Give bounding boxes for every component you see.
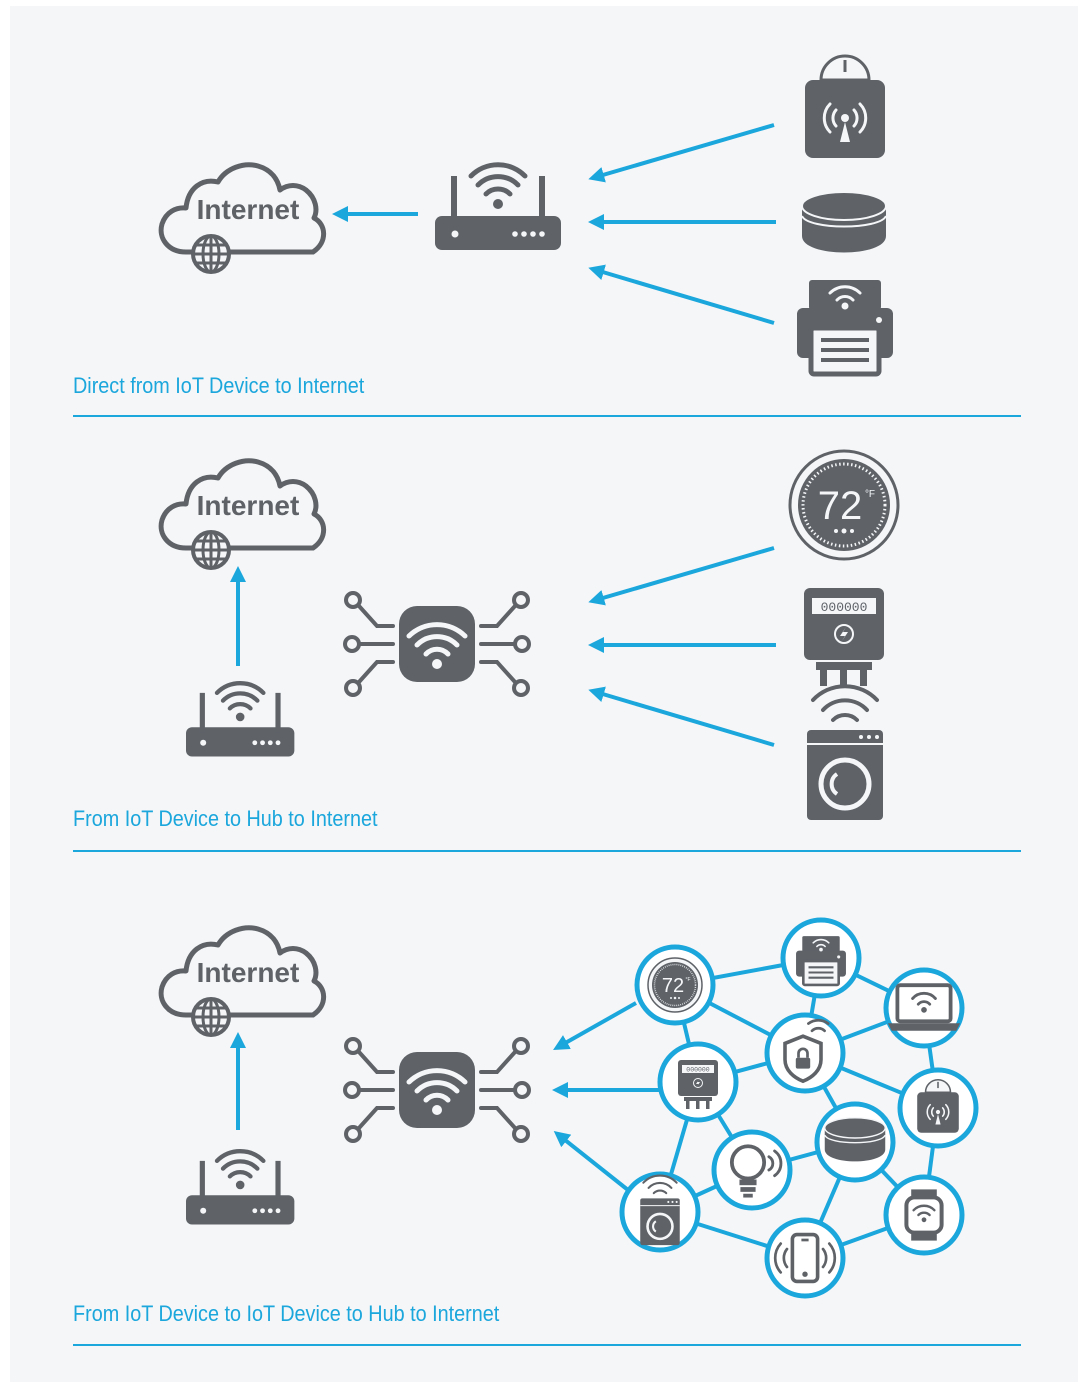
thermostat-icon: 72 °F <box>788 449 900 561</box>
cloud-icon: Internet <box>161 928 324 1035</box>
thermostat-temperature: 72 <box>662 975 684 997</box>
arrow-from-mesh-bottom <box>553 1131 630 1192</box>
cloud-label: Internet <box>197 957 300 988</box>
scale-icon <box>803 54 887 160</box>
thermostat-unit: °F <box>685 977 690 983</box>
router-icon <box>186 1151 294 1224</box>
section-mesh: Internet <box>161 917 979 1299</box>
mesh-node-bulb <box>711 1129 793 1211</box>
arrow-from-printer <box>588 264 775 325</box>
mesh-node-phone <box>764 1217 846 1299</box>
arrow-from-scale <box>588 123 775 183</box>
thermostat-icon: 72 °F <box>647 957 703 1013</box>
divider <box>73 415 1021 417</box>
washing-machine-icon <box>807 686 883 820</box>
divider <box>73 1344 1021 1346</box>
mesh-node-watch <box>883 1174 965 1256</box>
divider <box>73 850 1021 852</box>
arrow-from-mesh-top <box>553 1001 637 1050</box>
hub-icon <box>345 1039 529 1141</box>
router-icon <box>186 683 294 756</box>
electric-meter-icon: 000000 <box>677 1059 719 1110</box>
smart-speaker-icon <box>824 1117 886 1163</box>
printer-icon <box>794 934 848 987</box>
caption-hub: From IoT Device to Hub to Internet <box>73 806 378 831</box>
thermostat-unit: °F <box>865 489 875 500</box>
arrow-from-thermostat <box>588 546 775 606</box>
cloud-label: Internet <box>197 194 300 225</box>
meter-digits: 000000 <box>821 600 868 615</box>
cloud-icon: Internet <box>161 165 324 272</box>
smart-speaker-icon <box>801 191 887 254</box>
caption-mesh: From IoT Device to IoT Device to Hub to … <box>73 1301 500 1326</box>
section-hub: Internet 72 °F 000000 <box>161 449 900 820</box>
cloud-icon: Internet <box>161 461 324 568</box>
hub-icon <box>345 593 529 695</box>
cloud-label: Internet <box>197 490 300 521</box>
thermostat-temperature: 72 <box>818 484 863 528</box>
printer-icon <box>797 280 893 374</box>
laptop-icon <box>886 983 962 1033</box>
mesh-node-shield <box>764 1012 846 1094</box>
meter-digits: 000000 <box>686 1067 710 1074</box>
section-direct: Internet <box>161 54 893 374</box>
arrow-from-washer <box>588 686 775 747</box>
router-icon <box>435 165 561 250</box>
electric-meter-icon: 000000 <box>803 587 885 687</box>
caption-direct: Direct from IoT Device to Internet <box>73 373 365 398</box>
